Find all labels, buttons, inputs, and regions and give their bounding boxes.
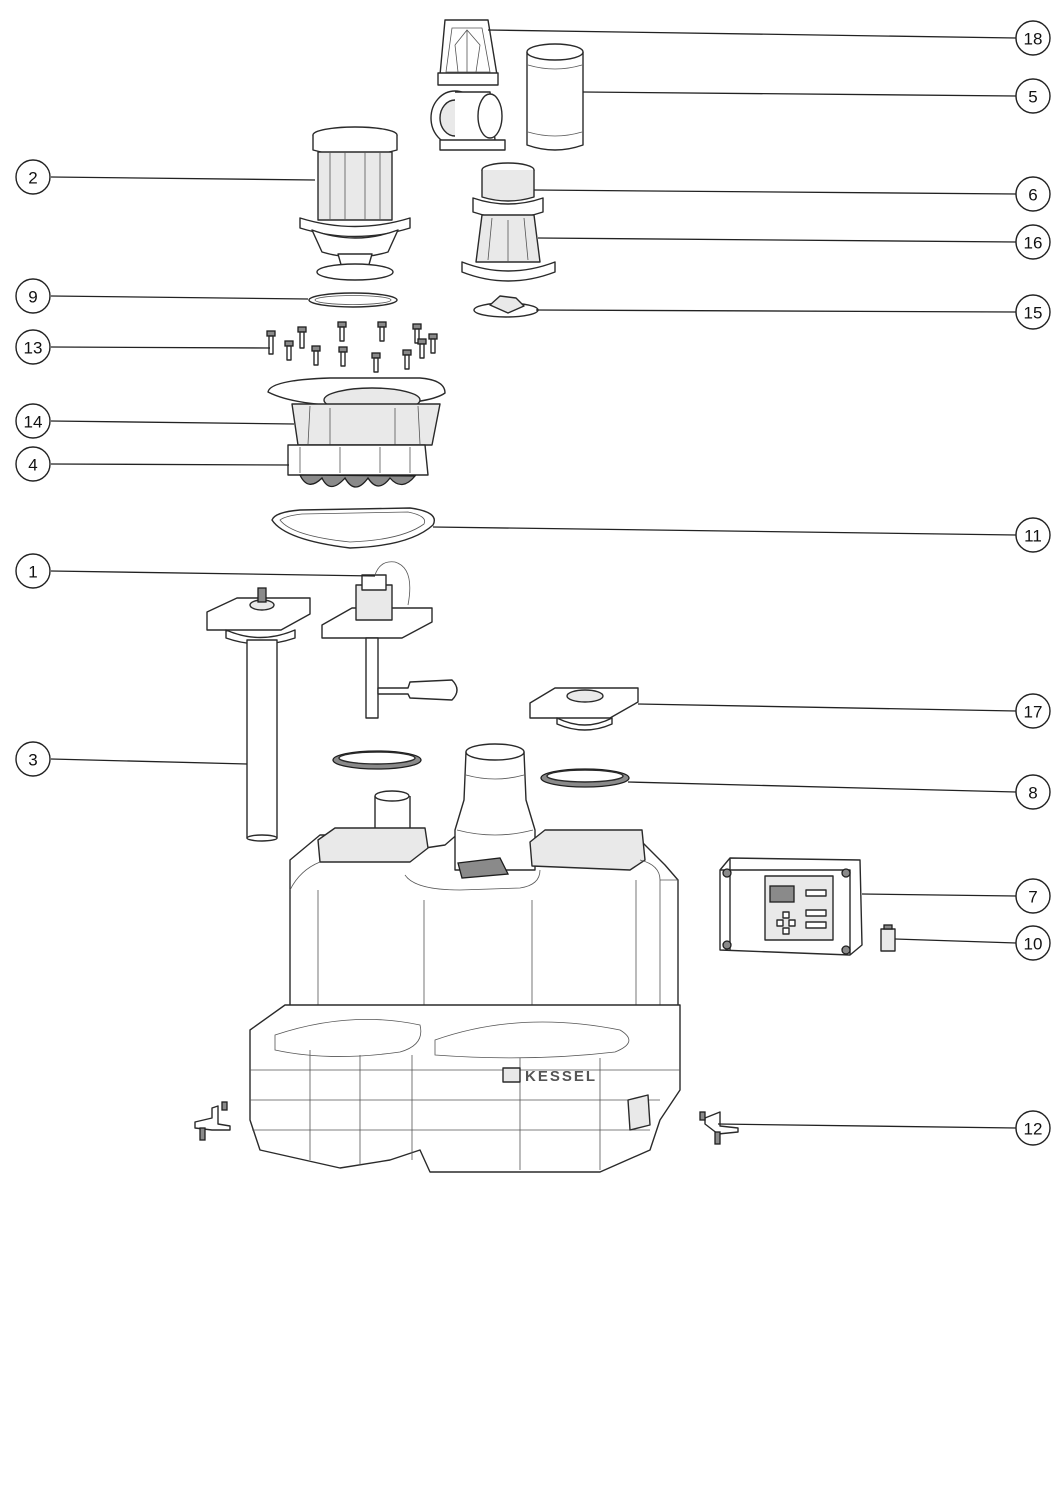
part-8-seals — [332, 750, 630, 788]
callout-16: 16 — [1015, 224, 1051, 260]
part-14-pump-flange — [267, 377, 446, 446]
part-18-valve — [430, 19, 506, 151]
part-13-screws — [266, 321, 438, 373]
callout-label: 13 — [24, 339, 43, 358]
callout-label: 8 — [1028, 784, 1037, 803]
callout-12: 12 — [1015, 1110, 1051, 1146]
part-11-gasket — [271, 507, 435, 549]
part-4-cutter-unit — [287, 444, 429, 488]
part-2-motor — [299, 126, 411, 281]
callout-5: 5 — [1015, 78, 1051, 114]
callout-11: 11 — [1015, 517, 1051, 553]
brand-logo-text: KESSEL — [525, 1068, 597, 1085]
leader-lines — [50, 29, 1017, 1129]
callout-1: 1 — [15, 553, 51, 589]
callout-label: 18 — [1024, 30, 1043, 49]
callout-label: 14 — [24, 413, 43, 432]
callout-15: 15 — [1015, 294, 1051, 330]
part-17-cover-plate — [529, 687, 639, 731]
callout-8: 8 — [1015, 774, 1051, 810]
callout-label: 3 — [28, 751, 37, 770]
part-16-pump-housing — [461, 214, 556, 282]
callout-3: 3 — [15, 741, 51, 777]
callout-6: 6 — [1015, 176, 1051, 212]
callout-label: 11 — [1024, 527, 1042, 546]
part-5-sleeve — [526, 43, 584, 151]
callout-label: 1 — [28, 563, 37, 582]
callout-label: 9 — [28, 288, 37, 307]
collection-tank: KESSEL — [249, 743, 681, 1173]
callout-10: 10 — [1015, 925, 1051, 961]
callout-7: 7 — [1015, 878, 1051, 914]
callout-13: 13 — [15, 329, 51, 365]
part-15-impeller-plate — [473, 295, 539, 318]
callout-label: 5 — [1028, 88, 1037, 107]
callout-17: 17 — [1015, 693, 1051, 729]
callout-label: 15 — [1024, 304, 1043, 323]
part-6-outlet-connector — [472, 162, 544, 219]
callout-4: 4 — [15, 446, 51, 482]
callout-label: 17 — [1024, 703, 1043, 722]
part-7-control-unit — [719, 857, 863, 956]
callout-18: 18 — [1015, 20, 1051, 56]
callout-label: 7 — [1028, 888, 1037, 907]
callout-label: 12 — [1024, 1120, 1043, 1139]
part-10-battery — [880, 924, 896, 952]
callout-label: 6 — [1028, 186, 1037, 205]
part-9-o-ring — [308, 292, 398, 308]
callout-label: 4 — [28, 456, 37, 475]
part-3-inspection-pipe — [206, 587, 311, 842]
callout-label: 16 — [1024, 234, 1043, 253]
callout-9: 9 — [15, 278, 51, 314]
part-1-level-sensor — [321, 561, 458, 719]
callout-label: 2 — [28, 169, 37, 188]
part-12-fixing-brackets — [194, 1101, 739, 1145]
callout-label: 10 — [1024, 935, 1043, 954]
callout-14: 14 — [15, 403, 51, 439]
callouts: 18 5 2 6 16 9 15 13 14 4 11 1 17 3 8 7 1… — [15, 20, 1051, 1146]
callout-2: 2 — [15, 159, 51, 195]
